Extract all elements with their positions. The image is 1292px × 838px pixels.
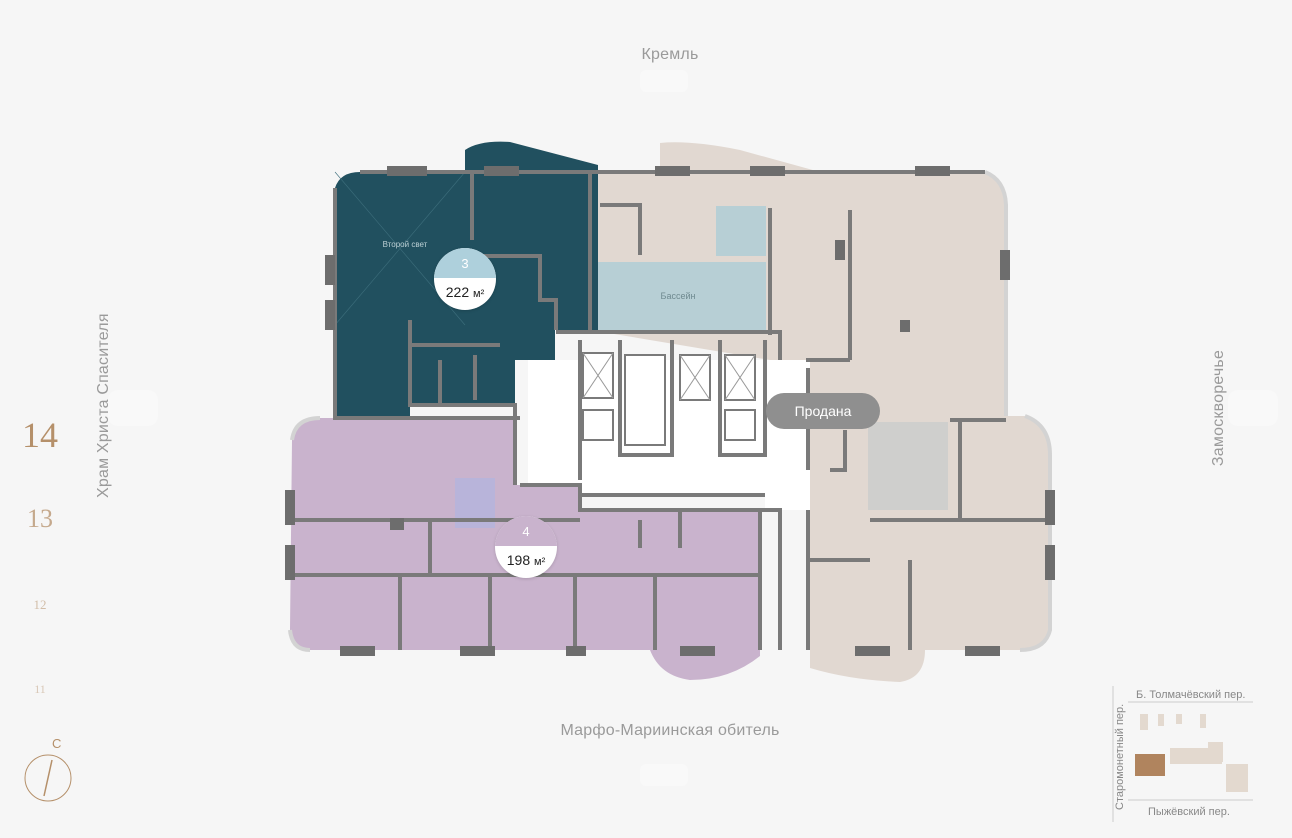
pool (598, 262, 766, 330)
floor-13-button[interactable]: 13 (27, 504, 53, 533)
floor-14-button[interactable]: 14 (22, 415, 58, 455)
minimap-north-street: Б. Толмачёвский пер. (1136, 689, 1246, 701)
second-light-label: Второй свет (383, 240, 428, 249)
direction-north-label: Кремль (641, 46, 699, 63)
apartment-4-badge[interactable]: 4 198 м² (495, 516, 557, 578)
sold-status-badge[interactable]: Продана (766, 393, 880, 429)
floor-12-button[interactable]: 12 (33, 597, 47, 612)
apartment-3-area-unit: м² (473, 288, 485, 300)
minimap-drawing (1112, 686, 1253, 822)
apartment-4-area-value: 198 (506, 552, 531, 568)
pool-label: Бассейн (661, 291, 696, 301)
apartment-4-area-unit: м² (534, 556, 546, 568)
apartment-3-badge[interactable]: 3 222 м² (434, 248, 496, 310)
compass-icon (24, 754, 72, 802)
location-minimap[interactable]: Б. Толмачёвский пер. Пыжёвский пер. Стар… (1108, 684, 1258, 824)
compass-north-letter: С (52, 736, 62, 751)
minimap-south-street: Пыжёвский пер. (1148, 806, 1230, 818)
minimap-current-building (1135, 754, 1165, 776)
compass: С (22, 736, 74, 804)
direction-south-label: Марфо-Мариинская обитель (560, 722, 780, 739)
apartment-3-area-value: 222 (445, 284, 470, 300)
minimap-west-street: Старомонетный пер. (1114, 703, 1126, 810)
floor-11-button[interactable]: 11 (34, 682, 46, 696)
